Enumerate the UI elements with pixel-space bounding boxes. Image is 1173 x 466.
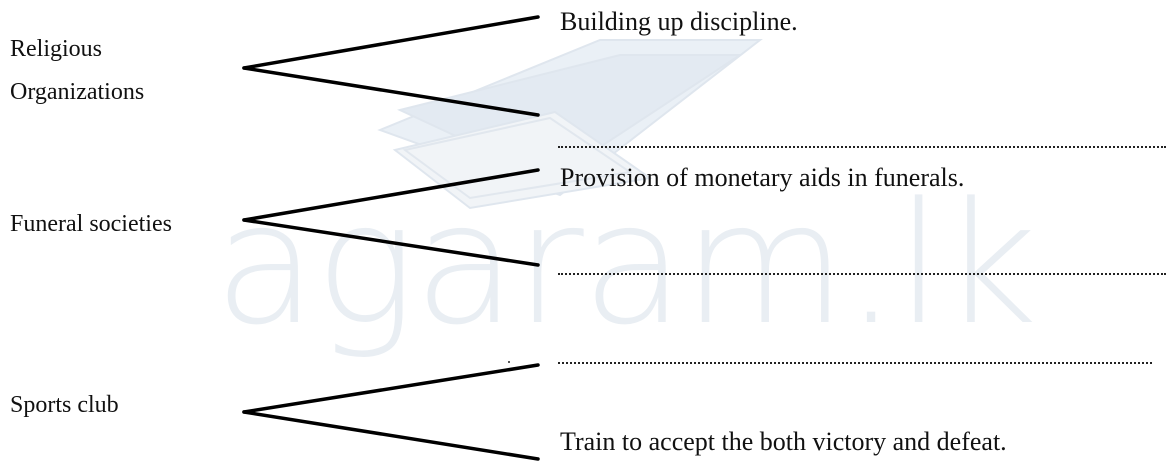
answer-sports-2: Train to accept the both victory and def… [560, 427, 1007, 456]
label-sports-club: Sports club [10, 392, 119, 418]
connector-sports-top [242, 363, 540, 414]
watermark-text: agaram.lk [214, 166, 1038, 362]
blank-funeral-2 [558, 273, 1166, 275]
answer-religious-1: Building up discipline. [560, 7, 798, 36]
stray-dot [508, 361, 510, 363]
connector-religious-top [242, 15, 540, 70]
answer-funeral-1: Provision of monetary aids in funerals. [560, 163, 965, 192]
connector-funeral-top [242, 168, 540, 222]
blank-sports-1 [558, 362, 1152, 364]
blank-religious-2 [558, 146, 1166, 148]
label-funeral-societies: Funeral societies [10, 211, 172, 237]
connector-sports-bottom [242, 410, 540, 461]
connector-funeral-bottom [242, 218, 540, 267]
connector-religious-bottom [242, 66, 540, 117]
label-religious-line1: Religious [10, 36, 103, 62]
label-religious-line2: Organizations [10, 79, 145, 105]
